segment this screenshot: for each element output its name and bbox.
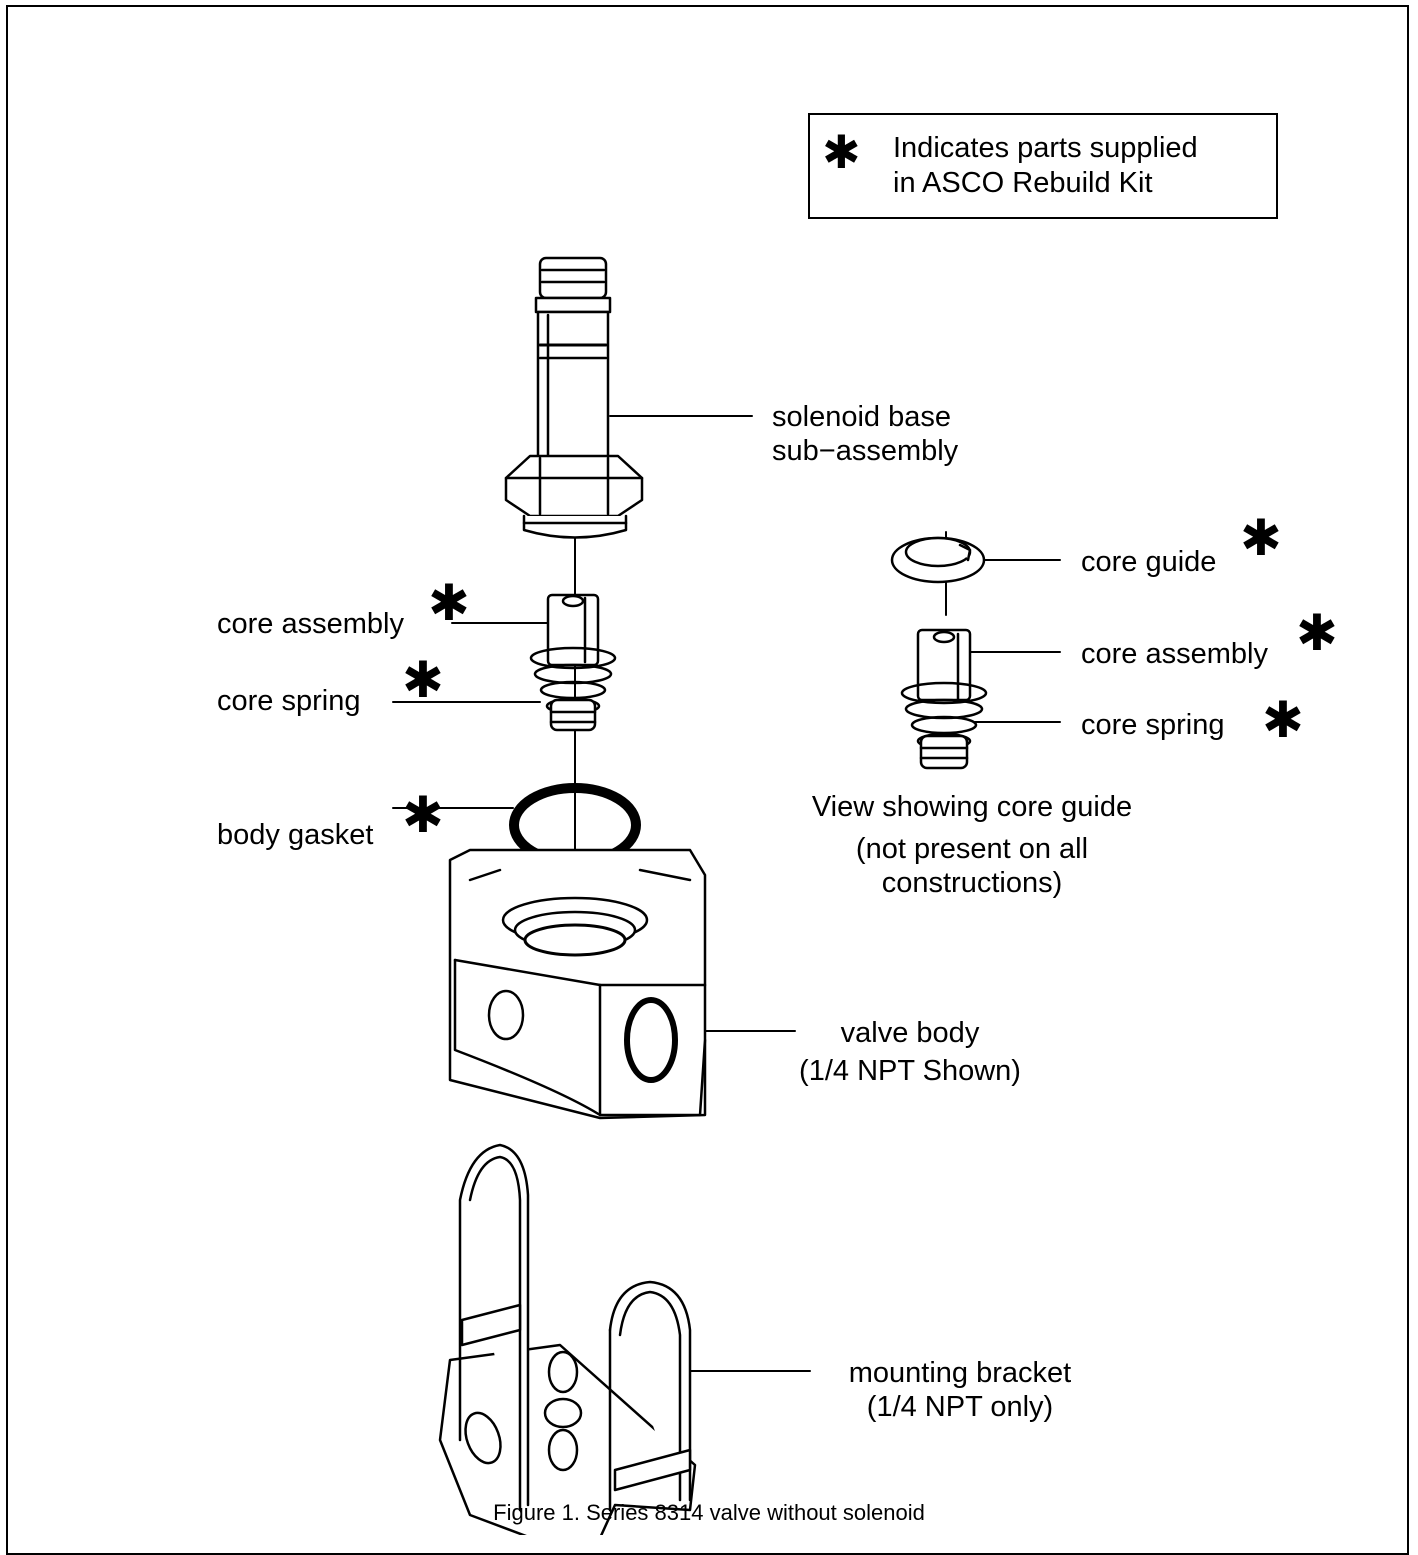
- core-assembly-left-drawing: [546, 593, 600, 667]
- leader-lines: [392, 415, 1061, 1372]
- core-spring-right-drawing: [900, 681, 988, 770]
- legend-line-2: in ASCO Rebuild Kit: [893, 167, 1153, 199]
- core-spring-left-drawing: [529, 646, 617, 732]
- label-valve-body-line2: (1/4 NPT Shown): [799, 1055, 1021, 1087]
- kit-star-icon: ✱: [428, 574, 470, 632]
- kit-star-icon: ✱: [1296, 604, 1338, 662]
- label-solenoid-base-line1: solenoid base: [772, 401, 951, 433]
- view-caption-line1: View showing core guide: [811, 791, 1133, 823]
- label-core-assembly-right: core assembly: [1081, 638, 1268, 670]
- label-mounting-bracket-line1: mounting bracket: [848, 1357, 1072, 1389]
- label-core-assembly-left: core assembly: [217, 608, 404, 640]
- legend-line-1: Indicates parts supplied: [893, 132, 1198, 164]
- label-valve-body-line1: valve body: [840, 1017, 980, 1049]
- solenoid-base-drawing: [504, 256, 644, 539]
- kit-star-icon: ✱: [402, 651, 444, 709]
- kit-star-icon: ✱: [822, 125, 861, 179]
- label-solenoid-base: solenoid base sub−assembly: [772, 400, 958, 468]
- label-solenoid-base-line2: sub−assembly: [772, 435, 959, 467]
- kit-star-icon: ✱: [1240, 509, 1282, 567]
- label-valve-body: valve body (1/4 NPT Shown): [780, 1016, 1040, 1088]
- mounting-bracket-drawing: [438, 1143, 697, 1535]
- core-guide-drawing: [890, 536, 986, 584]
- label-core-spring-left: core spring: [217, 685, 361, 717]
- view-caption-line2: (not present on all: [855, 833, 1089, 865]
- valve-body-drawing: [448, 848, 707, 1120]
- kit-star-icon: ✱: [402, 786, 444, 844]
- legend-box: ✱ Indicates parts supplied in ASCO Rebui…: [808, 113, 1278, 219]
- label-mounting-bracket: mounting bracket (1/4 NPT only): [820, 1356, 1100, 1424]
- view-caption-line3: constructions): [881, 867, 1063, 899]
- label-core-guide: core guide: [1081, 546, 1217, 578]
- label-mounting-bracket-line2: (1/4 NPT only): [866, 1391, 1054, 1423]
- label-core-spring-right: core spring: [1081, 709, 1225, 741]
- label-body-gasket: body gasket: [217, 819, 374, 851]
- kit-star-icon: ✱: [1262, 691, 1304, 749]
- legend-text: Indicates parts supplied in ASCO Rebuild…: [893, 131, 1198, 201]
- view-caption: View showing core guide (not present on …: [772, 790, 1172, 900]
- core-assembly-right-drawing: [916, 628, 972, 702]
- figure-caption: Figure 1. Series 8314 valve without sole…: [493, 1500, 925, 1525]
